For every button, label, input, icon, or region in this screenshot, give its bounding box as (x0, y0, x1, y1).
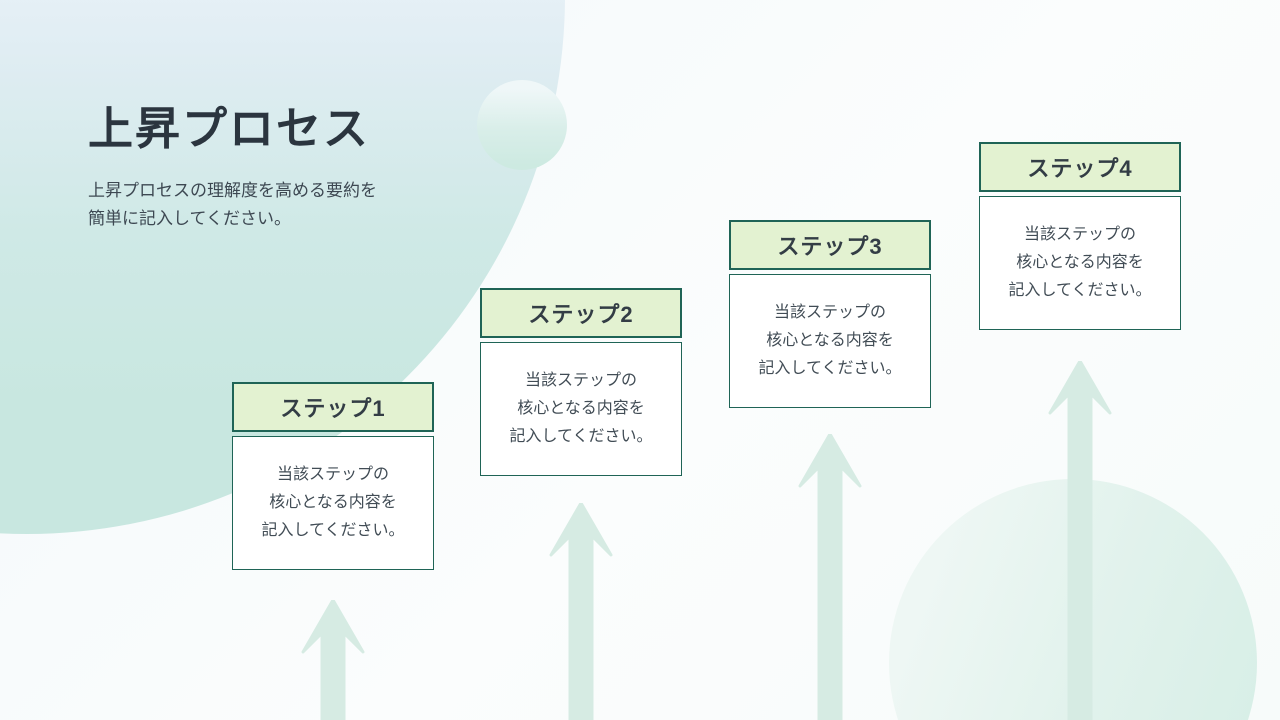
step-3-body: 当該ステップの 核心となる内容を 記入してください。 (729, 274, 931, 408)
step-2-header: ステップ2 (480, 288, 682, 338)
step-2-label: ステップ2 (528, 302, 634, 327)
step-4-label: ステップ4 (1027, 156, 1133, 181)
step-4-body: 当該ステップの 核心となる内容を 記入してください。 (979, 196, 1181, 330)
up-arrow-icon (301, 600, 365, 720)
step-2-card: ステップ2 当該ステップの 核心となる内容を 記入してください。 (480, 288, 682, 476)
step-4-card: ステップ4 当該ステップの 核心となる内容を 記入してください。 (979, 142, 1181, 330)
slide-title: 上昇プロセス (88, 103, 371, 154)
step-3-label: ステップ3 (777, 234, 883, 259)
step-1-label: ステップ1 (280, 396, 386, 421)
step-1-body: 当該ステップの 核心となる内容を 記入してください。 (232, 436, 434, 570)
step-3-header: ステップ3 (729, 220, 931, 270)
step-1-header: ステップ1 (232, 382, 434, 432)
up-arrow-icon (549, 503, 613, 720)
step-1-card: ステップ1 当該ステップの 核心となる内容を 記入してください。 (232, 382, 434, 570)
background-circle-small (477, 80, 567, 170)
step-3-card: ステップ3 当該ステップの 核心となる内容を 記入してください。 (729, 220, 931, 408)
step-2-body: 当該ステップの 核心となる内容を 記入してください。 (480, 342, 682, 476)
step-4-header: ステップ4 (979, 142, 1181, 192)
slide-subtitle: 上昇プロセスの理解度を高める要約を 簡単に記入してください。 (88, 181, 377, 228)
up-arrow-icon (1048, 361, 1112, 720)
up-arrow-icon (798, 434, 862, 720)
